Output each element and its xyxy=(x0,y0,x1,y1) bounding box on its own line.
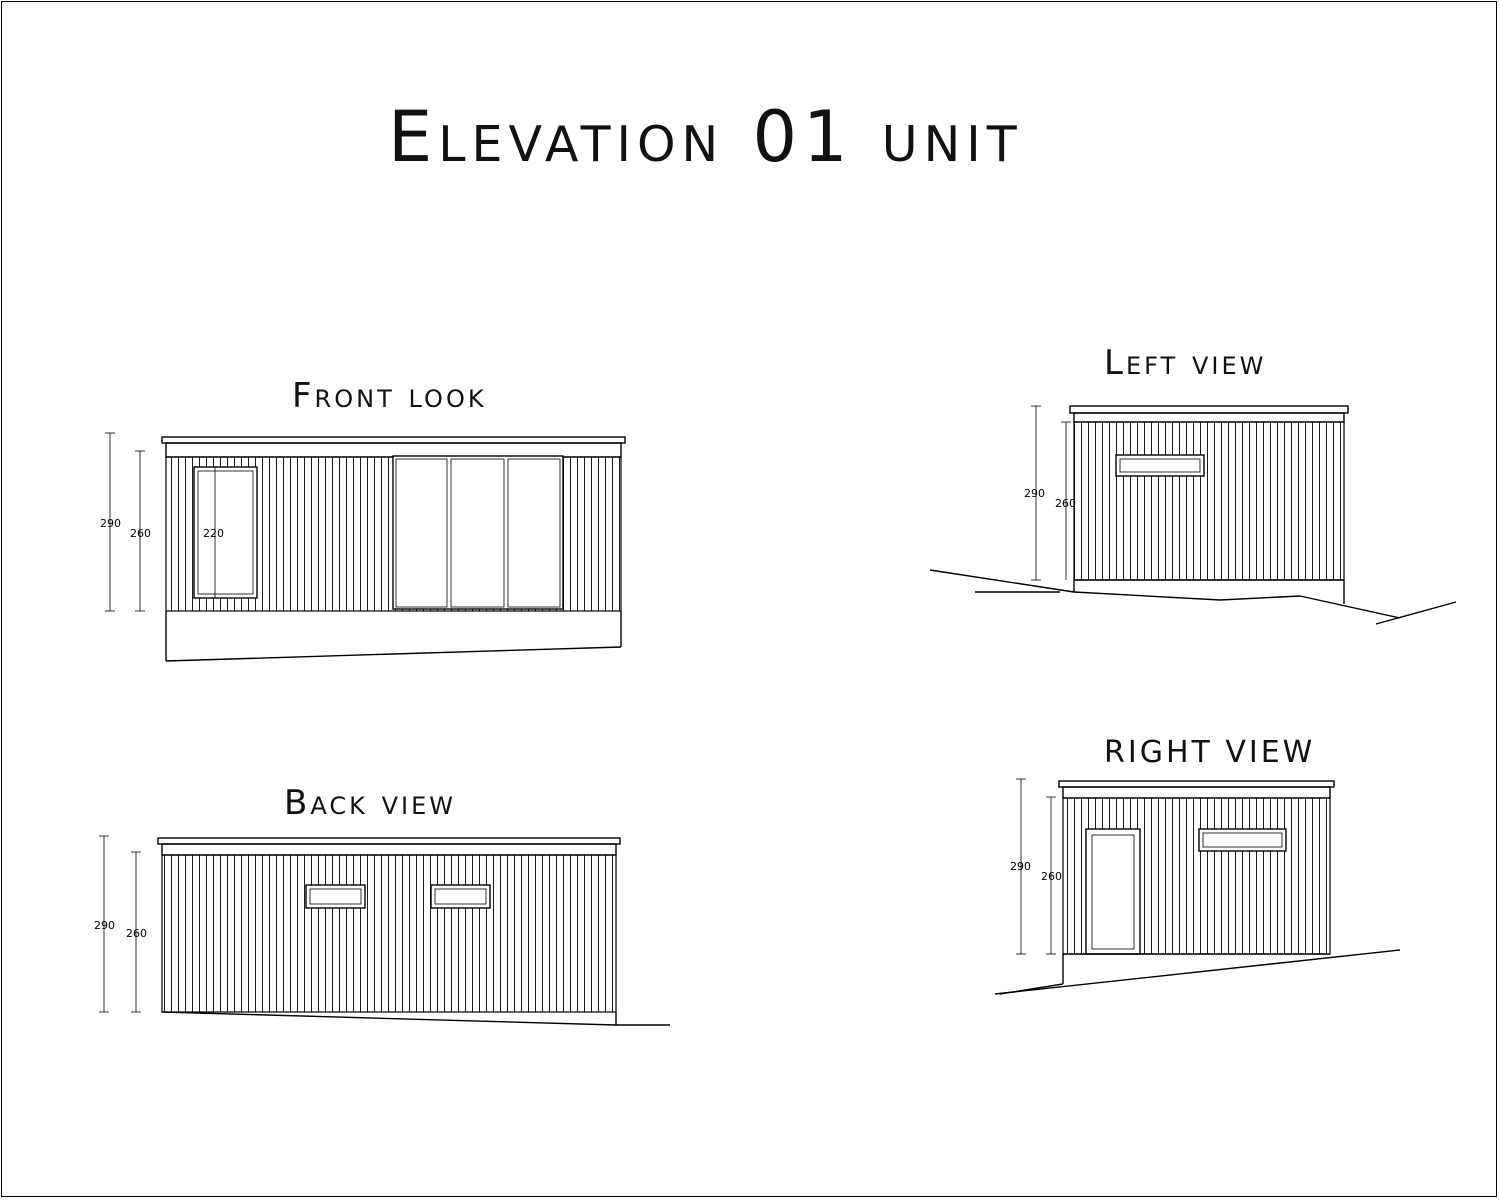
back-roof-band xyxy=(161,843,617,856)
front-window xyxy=(193,466,258,599)
left-roof-fascia xyxy=(1069,405,1349,414)
front-roof-band xyxy=(165,442,622,458)
right-view-label: RIGHT VIEW xyxy=(1104,735,1316,770)
back-dim-wall: 260 xyxy=(126,927,147,940)
left-high-window xyxy=(1115,454,1205,477)
front-view-label: Front look xyxy=(292,376,487,416)
back-wall-cladding xyxy=(161,854,617,1013)
back-ground-line xyxy=(161,1011,617,1026)
back-elevation: 290 260 xyxy=(94,835,670,1026)
back-view-label: Back view xyxy=(284,783,457,823)
left-ground-line xyxy=(929,569,1075,593)
front-ground-line xyxy=(165,646,622,662)
right-dim-wall: 260 xyxy=(1041,870,1062,883)
back-window xyxy=(305,884,366,909)
front-door-panel xyxy=(507,458,561,608)
front-elevation: 290 260 220 xyxy=(100,432,626,662)
right-roof-band xyxy=(1062,786,1331,799)
front-dim-window: 220 xyxy=(203,527,224,540)
drawing-title: Elevation 01 unit xyxy=(388,96,1023,178)
left-view-label: Left view xyxy=(1104,343,1267,383)
front-door-panel xyxy=(450,458,505,608)
front-dim-overall: 290 xyxy=(100,517,121,530)
right-roof-fascia xyxy=(1058,780,1335,788)
front-dim-wall: 260 xyxy=(130,527,151,540)
back-dim-overall: 290 xyxy=(94,919,115,932)
back-window xyxy=(430,884,491,909)
back-roof-fascia xyxy=(157,837,621,845)
right-dim-overall: 290 xyxy=(1010,860,1031,873)
left-dim-overall: 290 xyxy=(1024,487,1045,500)
left-dim-wall: 260 xyxy=(1055,497,1076,510)
front-roof-fascia xyxy=(161,436,626,444)
front-door-panel xyxy=(395,458,448,608)
left-roof-band xyxy=(1073,412,1345,423)
right-door xyxy=(1085,828,1141,955)
front-sliding-doors xyxy=(392,455,564,610)
left-wall-cladding xyxy=(1073,421,1345,581)
right-elevation: 290 260 xyxy=(994,778,1401,995)
right-ground-line xyxy=(994,949,1401,995)
front-window-inner xyxy=(197,470,254,595)
left-elevation: 290 260 xyxy=(929,405,1457,625)
right-high-window xyxy=(1198,828,1287,852)
